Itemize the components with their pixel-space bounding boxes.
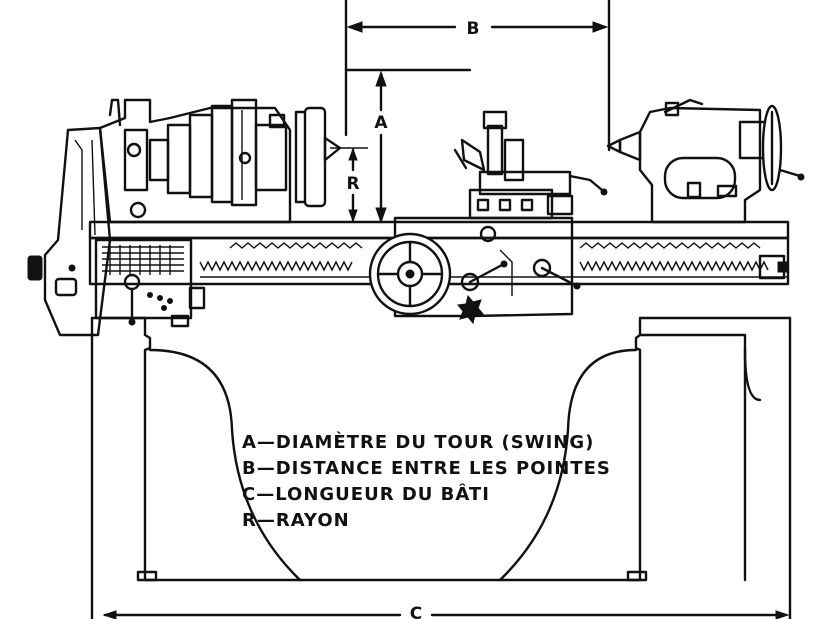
headstock bbox=[27, 98, 342, 337]
dimension-b-label: B bbox=[467, 19, 480, 39]
dimension-b: B bbox=[344, 0, 611, 152]
lathe-bed bbox=[88, 220, 790, 328]
dimension-r-label: R bbox=[346, 174, 359, 194]
legend-item-r: R—RAYON bbox=[242, 510, 350, 531]
legend-item-a: A—DIAMÈTRE DU TOUR (SWING) bbox=[242, 432, 595, 453]
dimension-c: C bbox=[102, 604, 790, 619]
tailstock bbox=[606, 98, 805, 224]
legend-item-b: B—DISTANCE ENTRE LES POINTES bbox=[242, 458, 611, 479]
apron bbox=[368, 216, 581, 325]
dimension-a: A bbox=[344, 68, 472, 224]
legend-item-c: C—LONGUEUR DU BÂTI bbox=[242, 484, 490, 505]
legend: A—DIAMÈTRE DU TOUR (SWING) B—DISTANCE EN… bbox=[242, 430, 611, 534]
lathe-stand bbox=[90, 316, 792, 619]
dimension-c-label: C bbox=[410, 604, 422, 619]
dimension-a-label: A bbox=[374, 113, 388, 133]
dimension-r: R bbox=[330, 147, 368, 223]
carriage bbox=[453, 110, 608, 220]
